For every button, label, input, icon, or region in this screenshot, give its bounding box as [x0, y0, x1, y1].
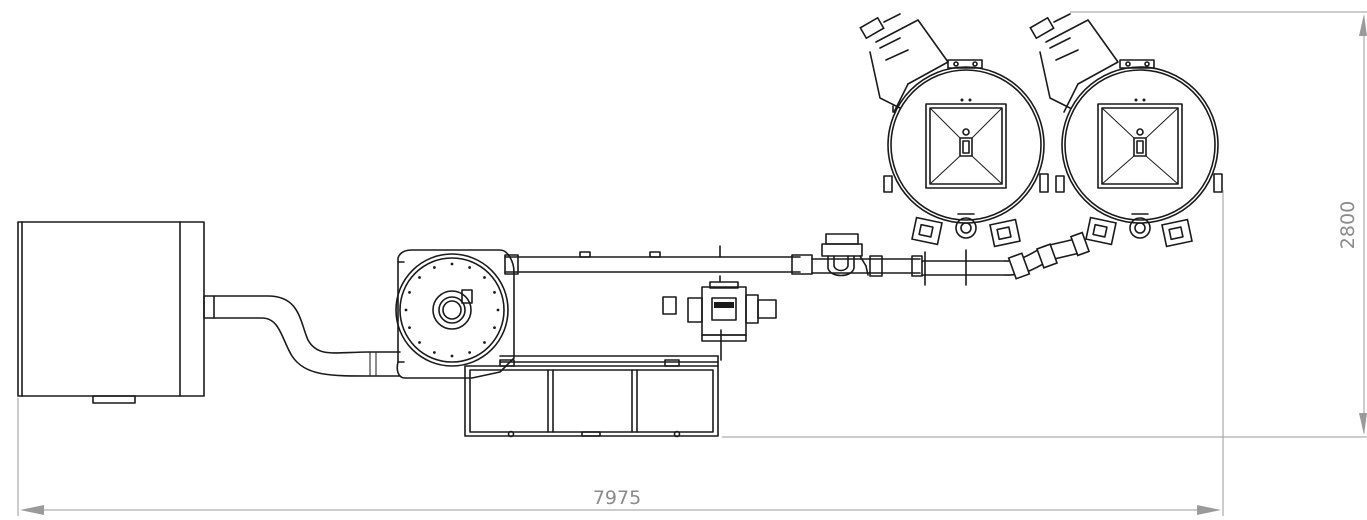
fan-bolt [483, 341, 486, 344]
hopper-link-pipe [1004, 231, 1091, 280]
main-duct [504, 245, 1006, 286]
diverter-valve [821, 233, 869, 277]
blower-fan [395, 249, 515, 379]
fan-bolt [418, 341, 421, 344]
hopper-1 [859, 13, 1049, 248]
fan-bolt [468, 266, 471, 269]
motor-drive [662, 275, 777, 342]
fan-bolt [404, 308, 408, 312]
chassis [464, 329, 722, 438]
fan-bolt [493, 291, 496, 294]
dimension-lines [17, 11, 1367, 516]
fan-bolt [468, 351, 471, 354]
fan-bolt [418, 276, 421, 279]
fan-bolt [433, 351, 436, 354]
fan-bolt [408, 291, 411, 294]
flexible-hose [213, 295, 401, 377]
fan-bolt [408, 326, 411, 329]
hopper-2 [1029, 13, 1223, 248]
tank-unit [17, 221, 215, 404]
fan-bolt [496, 308, 500, 312]
height-dimension-label: 2800 [1337, 201, 1359, 249]
fan-bolt [493, 326, 496, 329]
width-dimension-label: 7975 [593, 487, 641, 509]
fan-bolt [450, 354, 454, 358]
fan-bolt [483, 276, 486, 279]
fan-bolt [433, 266, 436, 269]
fan-bolt [450, 262, 454, 266]
